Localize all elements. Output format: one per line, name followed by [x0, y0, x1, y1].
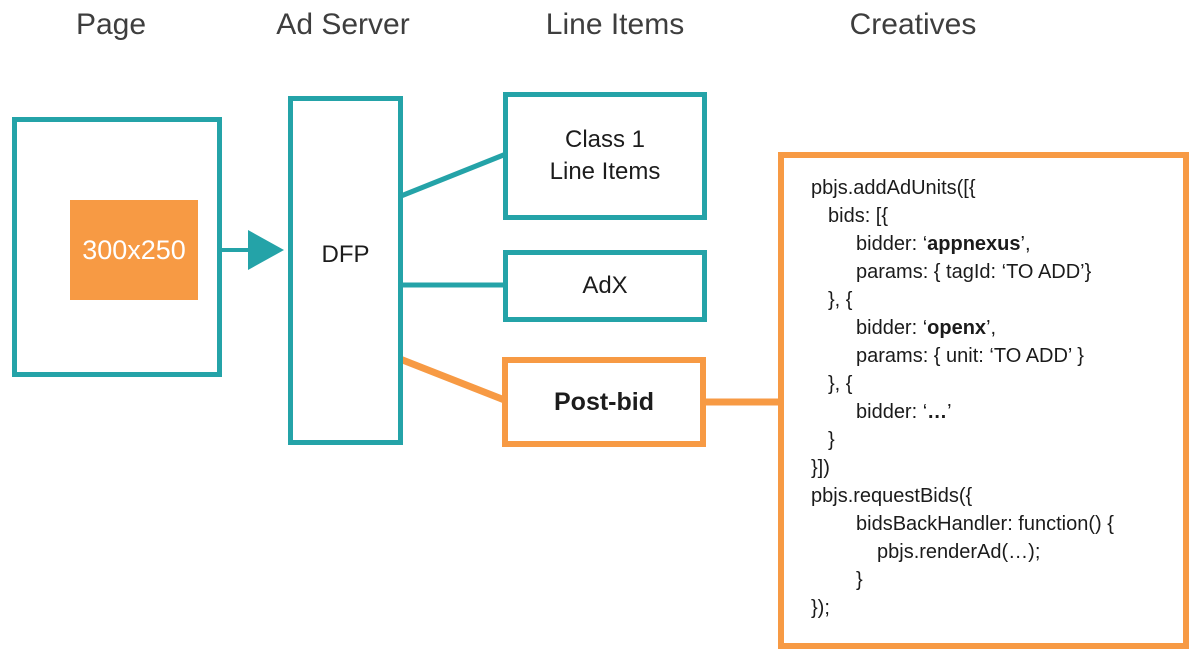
code-segment: params: { tagId: ‘TO ADD’} [856, 261, 1092, 283]
code-segment: ’ [947, 401, 952, 423]
code-segment-bold: openx [927, 317, 987, 339]
code-line: }]) [811, 454, 1175, 482]
code-segment: bidder: ‘ [856, 317, 928, 339]
class1-label-line1: Class 1 [564, 126, 646, 153]
column-header-creatives: Creatives [849, 8, 977, 41]
code-line: bidder: ‘…’ [811, 398, 1175, 426]
code-segment: }, { [828, 373, 853, 395]
postbid-label: Post-bid [554, 387, 654, 416]
connector-dfp-to-class1 [400, 151, 507, 199]
code-segment: params: { unit: ‘TO ADD’ } [856, 345, 1084, 367]
code-segment-bold: … [927, 401, 948, 423]
adx-label: AdX [582, 272, 628, 299]
class1-label-line2: Line Items [549, 158, 661, 185]
code-segment: }); [811, 597, 830, 619]
code-line: bidder: ‘openx’, [811, 314, 1175, 342]
code-line: bidsBackHandler: function() { [811, 510, 1175, 538]
code-line: } [811, 426, 1175, 454]
code-line: } [811, 566, 1175, 594]
dfp-label: DFP [321, 240, 370, 268]
adx-box: AdX [503, 250, 707, 322]
creatives-code-box: pbjs.addAdUnits([{bids: [{bidder: ‘appne… [778, 152, 1189, 649]
code-segment: ’, [986, 317, 997, 339]
code-line: pbjs.addAdUnits([{ [811, 174, 1175, 202]
code-segment: } [828, 429, 835, 451]
creatives-code-lines: pbjs.addAdUnits([{bids: [{bidder: ‘appne… [811, 174, 1175, 622]
ad-slot-box: 300x250 [70, 200, 198, 300]
column-header-page: Page [75, 8, 147, 41]
code-segment: pbjs.requestBids({ [811, 485, 973, 507]
code-line: params: { unit: ‘TO ADD’ } [811, 342, 1175, 370]
connector-dfp-to-postbid [398, 355, 509, 405]
code-segment: } [856, 569, 863, 591]
code-line: }, { [811, 286, 1175, 314]
code-line: params: { tagId: ‘TO ADD’} [811, 258, 1175, 286]
code-line: }, { [811, 370, 1175, 398]
code-line: pbjs.renderAd(…); [811, 538, 1175, 566]
code-segment: pbjs.renderAd(…); [877, 541, 1041, 563]
code-segment: bidder: ‘ [856, 401, 928, 423]
column-header-line-items: Line Items [545, 8, 685, 41]
code-line: }); [811, 594, 1175, 622]
code-line: pbjs.requestBids({ [811, 482, 1175, 510]
code-line: bidder: ‘appnexus’, [811, 230, 1175, 258]
code-segment-bold: appnexus [927, 233, 1021, 255]
code-segment: bidsBackHandler: function() { [856, 513, 1114, 535]
column-header-ad-server: Ad Server [276, 8, 410, 41]
postbid-box: Post-bid [502, 357, 706, 447]
code-segment: pbjs.addAdUnits([{ [811, 177, 976, 199]
code-segment: }]) [811, 457, 830, 479]
code-segment: bidder: ‘ [856, 233, 928, 255]
code-line: bids: [{ [811, 202, 1175, 230]
class1-line-items-box: Class 1 Line Items [503, 92, 707, 220]
dfp-box: DFP [288, 96, 403, 445]
ad-slot-label: 300x250 [82, 234, 186, 265]
code-segment: ’, [1020, 233, 1031, 255]
code-segment: }, { [828, 289, 853, 311]
code-segment: bids: [{ [828, 205, 889, 227]
